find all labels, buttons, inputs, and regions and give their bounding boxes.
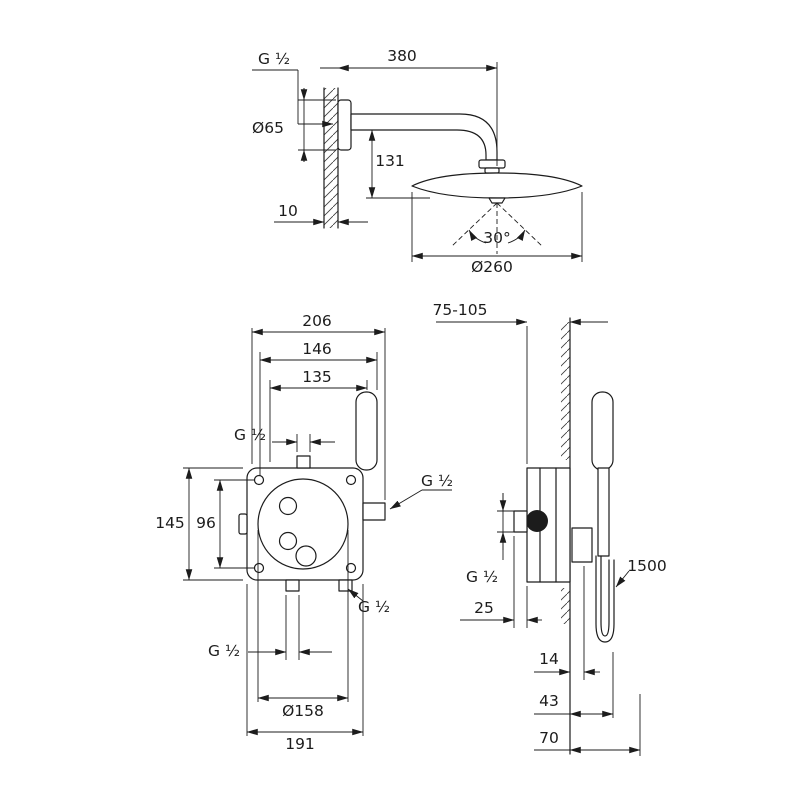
top-port-stub bbox=[296, 455, 311, 469]
mount-screw bbox=[345, 562, 357, 574]
holder-bracket bbox=[571, 527, 593, 563]
dim-thread-top-label: G ½ bbox=[258, 50, 290, 68]
shower-hose-inner bbox=[600, 555, 610, 637]
leader-line bbox=[615, 570, 630, 588]
leader-line bbox=[389, 489, 423, 510]
control-button bbox=[278, 531, 298, 551]
arm-connector-nut bbox=[484, 167, 500, 174]
dim-hose-length-label: 1500 bbox=[627, 557, 666, 575]
dim-spray-angle-label: 30° bbox=[483, 229, 510, 247]
hand-shower-side bbox=[591, 391, 614, 471]
side-tab bbox=[238, 513, 248, 535]
control-button bbox=[295, 545, 317, 567]
side-outlet-stub bbox=[362, 502, 386, 521]
mount-screw bbox=[345, 474, 357, 486]
dim-outer-depth-label: 70 bbox=[539, 729, 559, 747]
dim-inlet-offset-label: 25 bbox=[474, 599, 494, 617]
wall-hatch bbox=[561, 588, 570, 624]
spray-edge-line bbox=[451, 202, 498, 247]
shower-head-cap bbox=[488, 197, 506, 204]
hand-shower-grip bbox=[597, 467, 610, 557]
hand-shower-front bbox=[355, 391, 378, 471]
dim-overall-width-label: 206 bbox=[302, 312, 332, 330]
dim-grip-depth-label: 43 bbox=[539, 692, 559, 710]
dim-overall-height-label: 145 bbox=[155, 514, 185, 532]
bottom-port-stub bbox=[338, 579, 353, 592]
escutcheon-flange bbox=[337, 99, 352, 151]
control-button bbox=[278, 496, 298, 516]
dim-port-spacing-label: 135 bbox=[302, 368, 332, 386]
dim-mount-spacing-label: 96 bbox=[196, 514, 216, 532]
dim-thread-bottom-left-label: G ½ bbox=[208, 642, 240, 660]
shower-arm bbox=[350, 113, 498, 161]
angle-arc bbox=[468, 229, 487, 244]
dim-head-diameter-label: Ø260 bbox=[471, 258, 513, 276]
front-view-mixer-body bbox=[238, 391, 386, 592]
bottom-port-stub bbox=[285, 579, 300, 592]
dim-install-depth-label: 75-105 bbox=[433, 301, 488, 319]
dim-thread-inlet-label: G ½ bbox=[466, 568, 498, 586]
dim-inner-width-label: 146 bbox=[302, 340, 332, 358]
leader-line bbox=[347, 588, 364, 602]
dim-holder-depth-label: 14 bbox=[539, 650, 559, 668]
arm-connector bbox=[478, 159, 506, 169]
top-view-shower-head-assembly bbox=[323, 87, 583, 254]
dim-flange-diameter-label: Ø65 bbox=[252, 119, 284, 137]
dim-drop-height-label: 131 bbox=[375, 152, 405, 170]
dim-wall-plate-label: 10 bbox=[278, 202, 298, 220]
side-view-wall-section bbox=[513, 317, 615, 755]
shower-head bbox=[411, 172, 583, 199]
dim-thread-side-outlet-label: G ½ bbox=[421, 472, 453, 490]
inlet-stub bbox=[513, 510, 528, 533]
dim-body-width-label: 191 bbox=[285, 735, 315, 753]
dim-arm-length-label: 380 bbox=[387, 47, 417, 65]
angle-arc bbox=[507, 229, 526, 244]
dim-thread-top-port-label: G ½ bbox=[234, 426, 266, 444]
mount-screw bbox=[253, 562, 265, 574]
top-view-dimensions: G ½ 380 Ø65 131 10 30° Ø260 bbox=[252, 47, 583, 276]
wall-hatch bbox=[561, 322, 570, 460]
dim-plate-diameter-label: Ø158 bbox=[282, 702, 324, 720]
shower-hose-outer bbox=[595, 555, 615, 643]
valve-cartridge bbox=[526, 510, 548, 532]
mount-screw bbox=[253, 474, 265, 486]
wall-section-hatch bbox=[324, 88, 338, 228]
front-view-dimensions: 206 146 135 G ½ 145 96 G ½ G ½ G ½ Ø158 … bbox=[155, 312, 453, 753]
dim-thread-bottom-right-label: G ½ bbox=[358, 598, 390, 616]
side-view-dimensions: 75-105 G ½ 25 1500 14 43 70 bbox=[433, 301, 667, 756]
spray-edge-line bbox=[496, 202, 543, 247]
